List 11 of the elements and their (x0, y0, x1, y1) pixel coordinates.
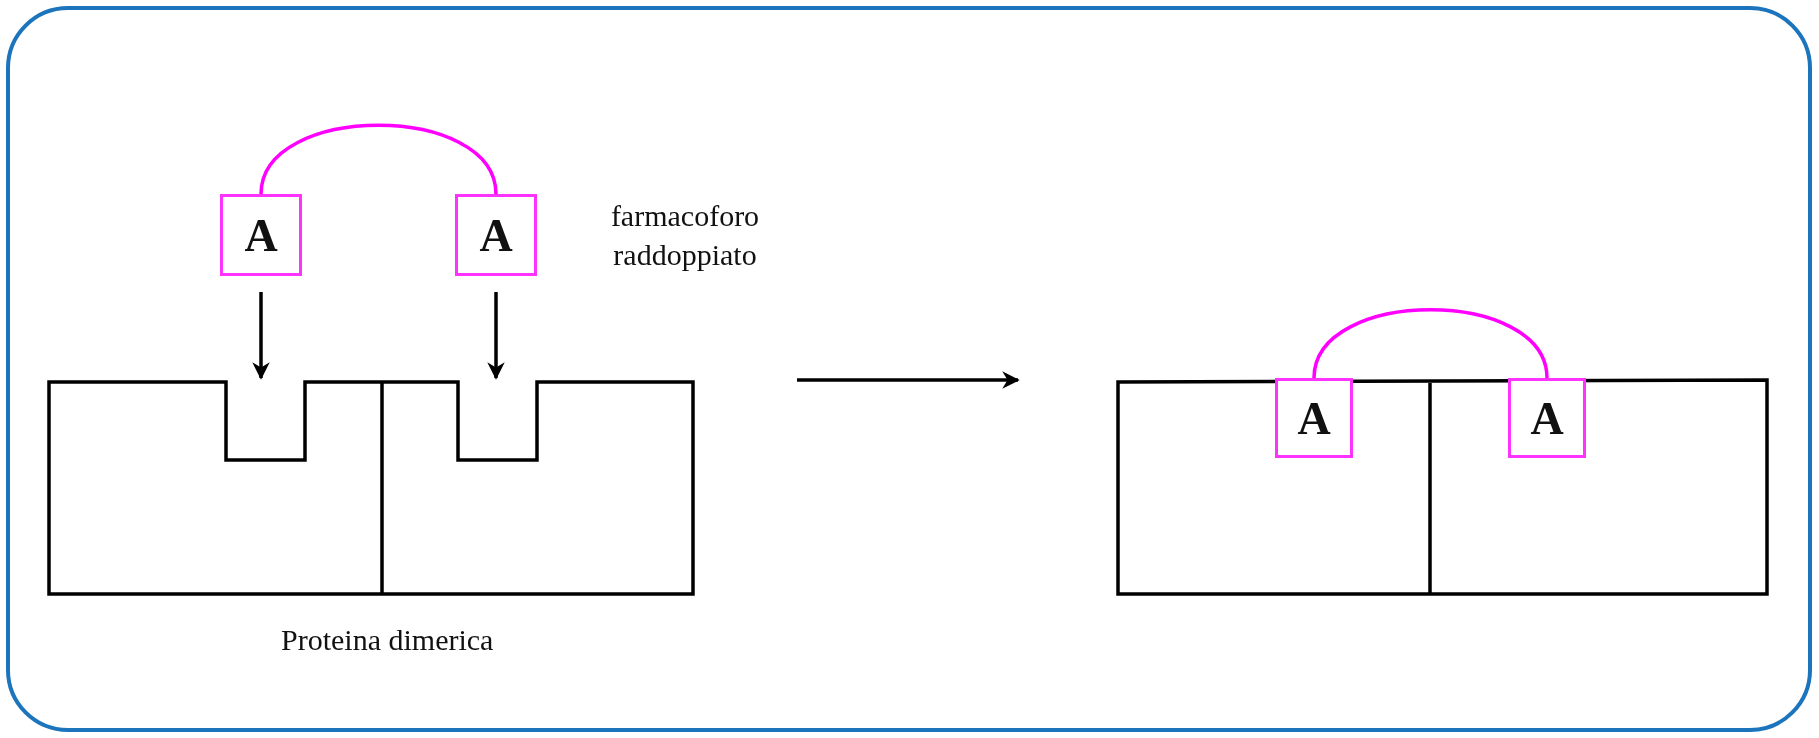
linker-arc (259, 123, 498, 195)
pharmacophore-box: A (220, 194, 302, 276)
pharmacophore-box: A (1508, 378, 1586, 458)
arrow (252, 292, 270, 380)
annotation-text: farmacoforo raddoppiato (609, 198, 761, 273)
arrow (487, 292, 505, 380)
pharmacophore-box: A (455, 194, 537, 276)
linker-arc (1312, 308, 1549, 379)
caption-text: Proteina dimerica (280, 622, 495, 658)
arrow (797, 371, 1020, 389)
pharmacophore-box: A (1275, 378, 1353, 458)
